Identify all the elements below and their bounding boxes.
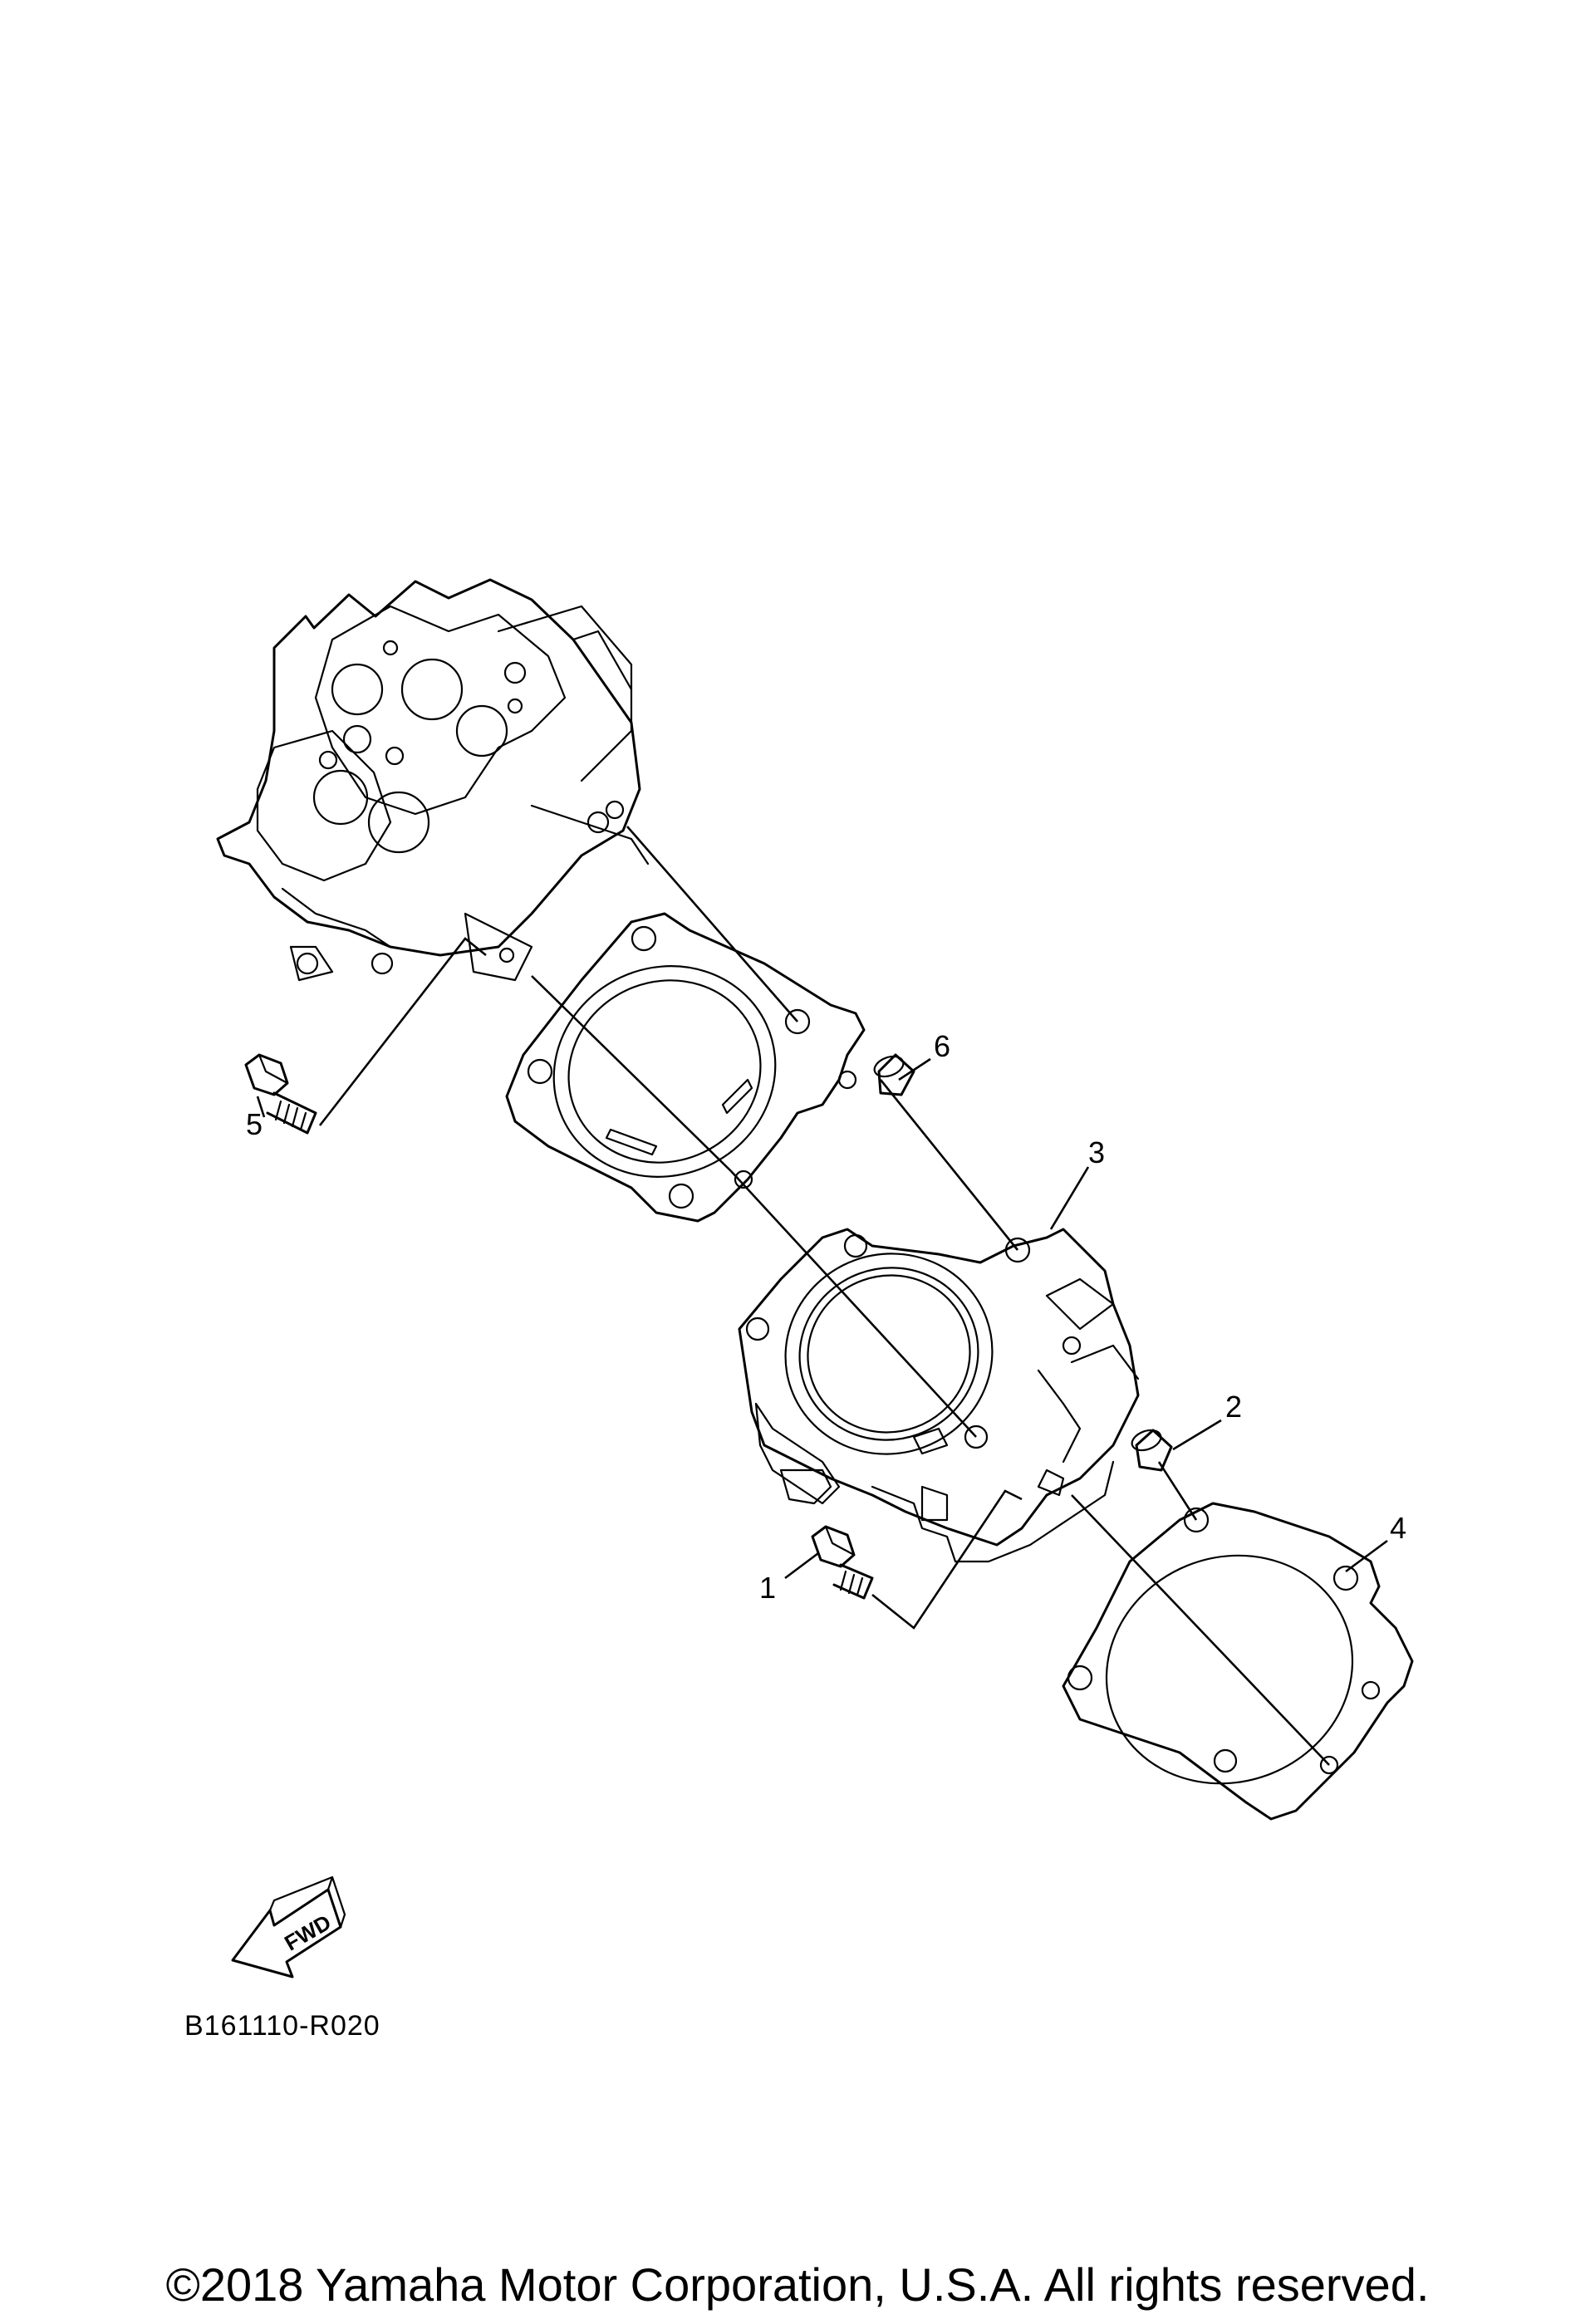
callout-1: 1	[759, 1571, 776, 1605]
bolt-5	[244, 1053, 317, 1135]
fwd-arrow-icon: FWD	[231, 1875, 346, 1978]
diagram-reference-code: B161110-R020	[184, 2010, 380, 2042]
cylinder-head	[216, 578, 650, 982]
assembly-guide-lines	[318, 826, 1330, 1766]
callout-5: 5	[246, 1107, 263, 1141]
copyright-notice: ©2018 Yamaha Motor Corporation, U.S.A. A…	[165, 2258, 1430, 2311]
callout-4: 4	[1390, 1511, 1406, 1545]
callout-leaders	[256, 1057, 1388, 1580]
callout-6: 6	[934, 1029, 950, 1063]
dowel-pin-2	[1131, 1429, 1173, 1472]
callout-2: 2	[1225, 1390, 1242, 1424]
cylinder	[738, 1228, 1140, 1563]
callout-3: 3	[1088, 1135, 1105, 1169]
dowel-pin-6	[873, 1053, 915, 1096]
base-gasket	[1062, 1502, 1414, 1821]
bolt-1	[811, 1525, 874, 1600]
head-gasket	[505, 912, 866, 1223]
